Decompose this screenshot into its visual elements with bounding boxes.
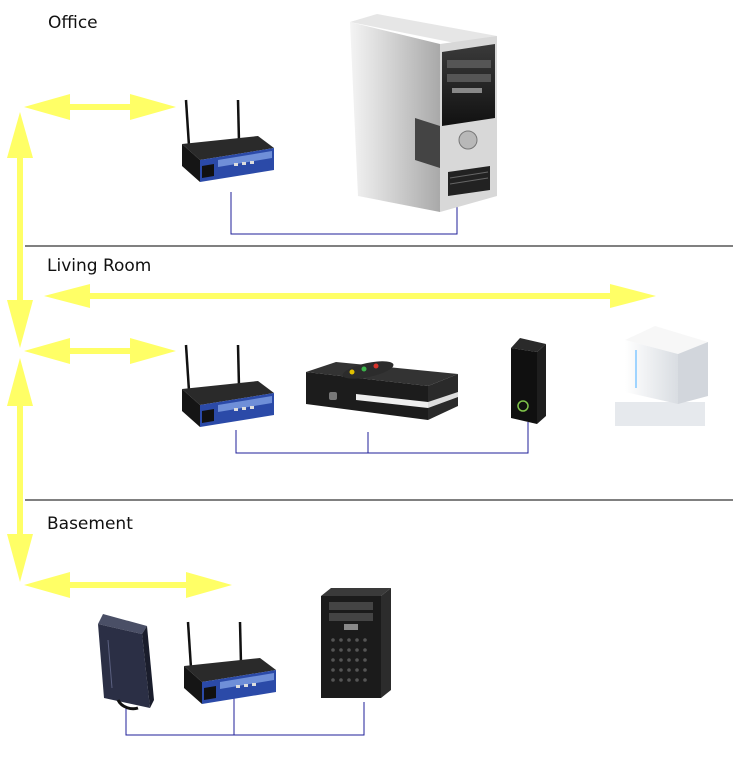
room-label-living-room: Living Room <box>47 256 152 276</box>
server-tower-icon <box>321 588 391 698</box>
room-label-basement: Basement <box>47 514 133 534</box>
room-label-office: Office <box>48 13 98 33</box>
wireless-router-icon <box>180 98 276 184</box>
game-console-icon <box>615 326 708 426</box>
wireless-router-icon <box>182 620 278 706</box>
horizontal-link-basement <box>24 572 232 598</box>
desktop-tower-icon <box>350 14 497 212</box>
dvr-box-icon <box>306 361 458 420</box>
game-console-icon <box>511 338 546 424</box>
horizontal-link-living <box>24 338 176 364</box>
vertical-link-living-basement <box>7 358 33 582</box>
wireless-links <box>7 94 656 598</box>
horizontal-link-living-top <box>44 284 656 308</box>
cable-modem-icon <box>98 614 154 711</box>
wired-link-living-console <box>235 422 529 454</box>
wired-link-office <box>230 192 458 235</box>
wired-link-basement <box>125 702 365 736</box>
wireless-router-icon <box>180 343 276 429</box>
vertical-link-office-living <box>7 112 33 348</box>
room-dividers <box>25 245 733 501</box>
horizontal-link-office <box>24 94 176 120</box>
